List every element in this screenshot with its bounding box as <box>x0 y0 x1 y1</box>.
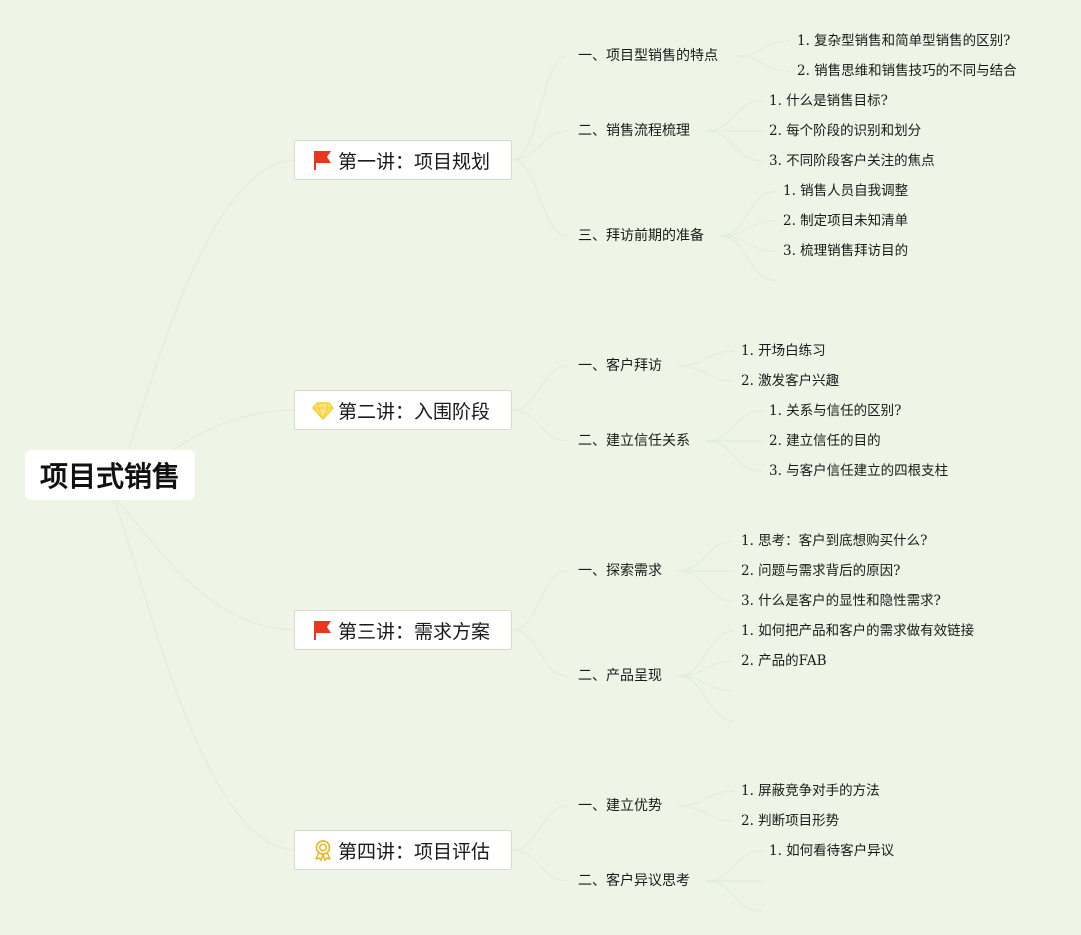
diamond-icon <box>312 399 334 421</box>
lecture-2-section-1-item-1[interactable]: 1. 开场白练习 <box>741 343 826 359</box>
red-flag-icon <box>312 619 334 641</box>
connector-lecture-4-section-1 <box>511 805 569 851</box>
connector-lecture-3-section-2-item-1 <box>677 630 735 677</box>
lecture-3-section-2[interactable]: 二、产品呈现 <box>578 668 662 684</box>
lecture-1-section-1-item-1[interactable]: 1. 复杂型销售和简单型销售的区别? <box>797 33 1011 49</box>
lecture-2-title: 第二讲：入围阶段 <box>338 400 491 423</box>
connector-lecture-4-section-2 <box>511 849 569 882</box>
lecture-1-section-2-item-3[interactable]: 3. 不同阶段客户关注的焦点 <box>769 153 935 169</box>
connector-lecture-3-section-2-item-4 <box>677 675 735 722</box>
lecture-3-title: 第三讲：需求方案 <box>338 620 491 643</box>
lecture-1-section-3[interactable]: 三、拜访前期的准备 <box>578 228 704 244</box>
lecture-3-section-2-item-1[interactable]: 1. 如何把产品和客户的需求做有效链接 <box>741 623 975 639</box>
connector-lecture-1-section-3-item-3 <box>719 235 777 252</box>
lecture-1-section-1-item-2[interactable]: 2. 销售思维和销售技巧的不同与结合 <box>797 63 1017 79</box>
connector-root-lecture-3 <box>111 494 297 631</box>
connector-lecture-2-section-1-item-1 <box>677 350 735 367</box>
lecture-3-section-1[interactable]: 一、探索需求 <box>578 563 662 579</box>
award-medal-icon <box>312 839 334 861</box>
lecture-1-section-2-item-2[interactable]: 2. 每个阶段的识别和划分 <box>769 123 922 139</box>
connector-lecture-1-section-1 <box>511 55 569 161</box>
connector-lecture-4-section-2-item-1 <box>705 850 763 882</box>
lecture-1-section-3-item-1[interactable]: 1. 销售人员自我调整 <box>783 183 909 199</box>
lecture-4-section-2[interactable]: 二、客户异议思考 <box>578 873 690 889</box>
lecture-3-section-1-item-2[interactable]: 2. 问题与需求背后的原因? <box>741 563 901 579</box>
connector-lecture-3-section-2-item-3 <box>677 675 735 692</box>
connector-lecture-3-section-1 <box>511 570 569 631</box>
lecture-3-section-2-item-2[interactable]: 2. 产品的FAB <box>741 653 827 669</box>
lecture-4-title: 第四讲：项目评估 <box>338 840 491 863</box>
connector-lecture-1-section-3-item-1 <box>719 190 777 237</box>
lecture-2-section-2-item-3[interactable]: 3. 与客户信任建立的四根支柱 <box>769 463 949 479</box>
connector-lecture-1-section-1-item-1 <box>734 40 791 57</box>
lecture-2-section-2[interactable]: 二、建立信任关系 <box>578 433 690 449</box>
lecture-1-section-2-item-1[interactable]: 1. 什么是销售目标? <box>769 93 888 109</box>
connector-lecture-4-section-2-item-3 <box>705 880 763 912</box>
connector-lecture-1-section-3-item-4 <box>719 235 777 282</box>
lecture-1-node[interactable]: 第一讲：项目规划 <box>294 140 512 180</box>
connector-lecture-3-section-1-item-1 <box>677 540 735 572</box>
connector-lecture-2-section-2 <box>511 409 569 442</box>
lecture-4-section-1-item-2[interactable]: 2. 判断项目形势 <box>741 813 840 829</box>
lecture-1-section-1[interactable]: 一、项目型销售的特点 <box>578 48 718 64</box>
connector-root-lecture-4 <box>111 494 297 851</box>
root-title: 项目式销售 <box>39 460 180 493</box>
red-flag-icon <box>312 149 334 171</box>
lecture-3-section-1-item-1[interactable]: 1. 思考：客户到底想购买什么? <box>741 533 928 549</box>
connector-lecture-2-section-2-item-3 <box>705 440 763 472</box>
mindmap-root[interactable]: 项目式销售 <box>25 450 195 500</box>
lecture-2-section-2-item-1[interactable]: 1. 关系与信任的区别? <box>769 403 902 419</box>
connector-lecture-4-section-1-item-2 <box>677 805 735 822</box>
lecture-4-section-2-item-1[interactable]: 1. 如何看待客户异议 <box>769 843 895 859</box>
connector-lecture-1-section-2 <box>511 130 569 161</box>
lecture-2-section-2-item-2[interactable]: 2. 建立信任的目的 <box>769 433 881 449</box>
lecture-2-section-1[interactable]: 一、客户拜访 <box>578 358 662 374</box>
connector-lecture-4-section-1-item-1 <box>677 790 735 807</box>
lecture-4-node[interactable]: 第四讲：项目评估 <box>294 830 512 870</box>
lecture-2-node[interactable]: 第二讲：入围阶段 <box>294 390 512 430</box>
lecture-3-section-1-item-3[interactable]: 3. 什么是客户的显性和隐性需求? <box>741 593 941 609</box>
lecture-1-section-2[interactable]: 二、销售流程梳理 <box>578 123 690 139</box>
connector-lecture-1-section-3 <box>511 159 569 237</box>
lecture-1-section-3-item-3[interactable]: 3. 梳理销售拜访目的 <box>783 243 909 259</box>
connector-lecture-1-section-2-item-3 <box>705 130 763 162</box>
lecture-3-node[interactable]: 第三讲：需求方案 <box>294 610 512 650</box>
lecture-2-section-1-item-2[interactable]: 2. 激发客户兴趣 <box>741 373 840 389</box>
connector-lecture-3-section-2-item-2 <box>677 660 735 677</box>
connector-lecture-1-section-1-item-2 <box>734 55 791 72</box>
connector-lecture-1-section-3-item-2 <box>719 220 777 237</box>
connector-lecture-2-section-1 <box>511 365 569 411</box>
connector-lecture-2-section-2-item-1 <box>705 410 763 442</box>
lecture-4-section-1-item-1[interactable]: 1. 屏蔽竞争对手的方法 <box>741 783 880 799</box>
lecture-4-section-1[interactable]: 一、建立优势 <box>578 798 662 814</box>
connector-lecture-2-section-1-item-2 <box>677 365 735 382</box>
connector-lecture-3-section-1-item-3 <box>677 570 735 602</box>
connector-lecture-1-section-2-item-1 <box>705 100 763 132</box>
lecture-1-title: 第一讲：项目规划 <box>338 150 491 173</box>
connector-root-lecture-1 <box>111 159 297 496</box>
lecture-1-section-3-item-2[interactable]: 2. 制定项目未知清单 <box>783 213 909 229</box>
connector-lecture-3-section-2 <box>511 629 569 677</box>
